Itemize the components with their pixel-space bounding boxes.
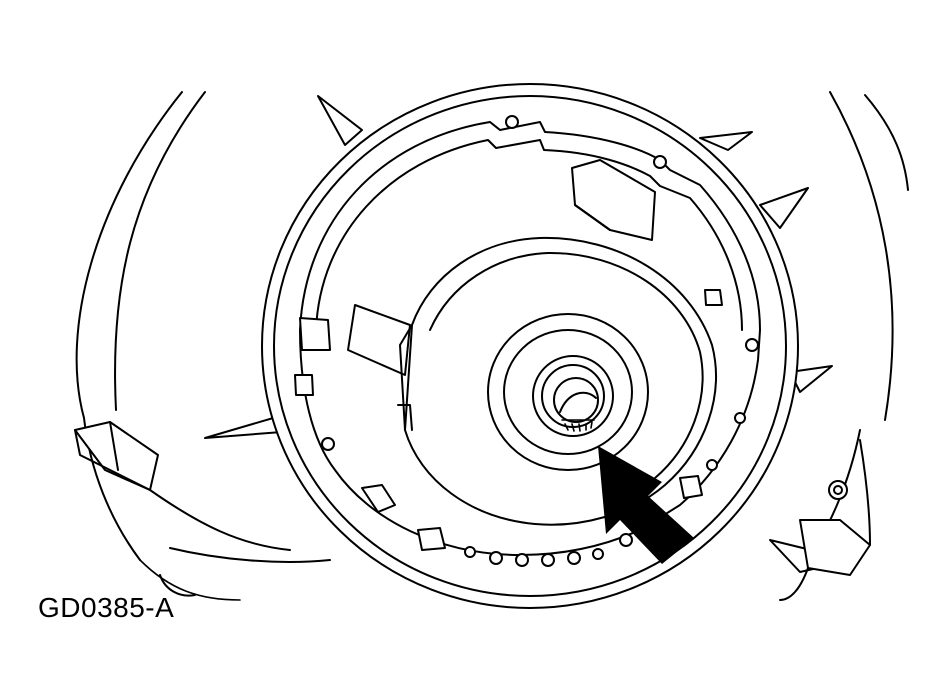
left-bracket [74,421,331,597]
flange-plate [294,121,761,556]
figure-id-label: GD0385-A [38,592,175,623]
right-bracket [779,439,871,601]
outer-housing [75,91,909,601]
bolt-holes [321,115,759,567]
center-hub [487,313,649,471]
callout-arrow [598,446,694,564]
